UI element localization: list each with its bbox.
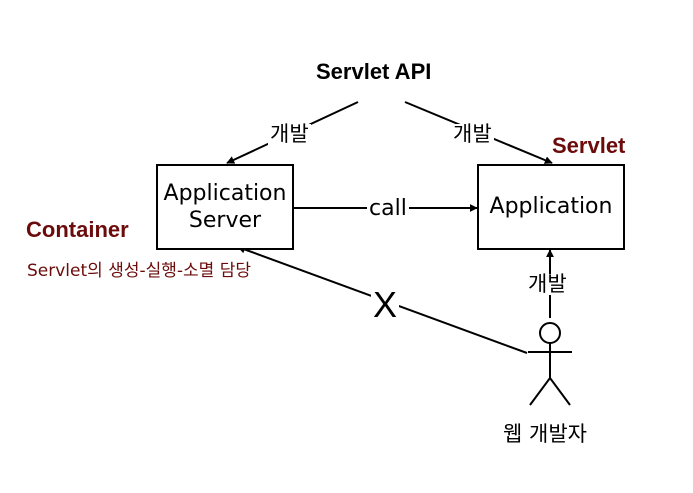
node-application: Application [477, 164, 625, 250]
developer-actor-label: 웹 개발자 [503, 422, 587, 446]
edge-label-dev-to-server: X [371, 284, 400, 325]
node-application-server: Application Server [156, 164, 294, 250]
container-description: Servlet의 생성-실행-소멸 담당 [27, 261, 251, 281]
edge-label-api-to-server: 개발 [268, 122, 311, 146]
edge-label-call: call [367, 196, 409, 221]
node-application-label: Application [489, 194, 613, 220]
servlet-label: Servlet [552, 133, 626, 158]
node-application-server-line2: Server [188, 208, 262, 233]
node-application-server-line1: Application [163, 180, 287, 206]
edge-label-dev-to-app: 개발 [526, 272, 569, 296]
edge-label-api-to-app: 개발 [451, 122, 494, 146]
diagram-title: Servlet API [316, 59, 432, 84]
container-label: Container [26, 217, 129, 242]
developer-actor-icon [528, 322, 572, 406]
